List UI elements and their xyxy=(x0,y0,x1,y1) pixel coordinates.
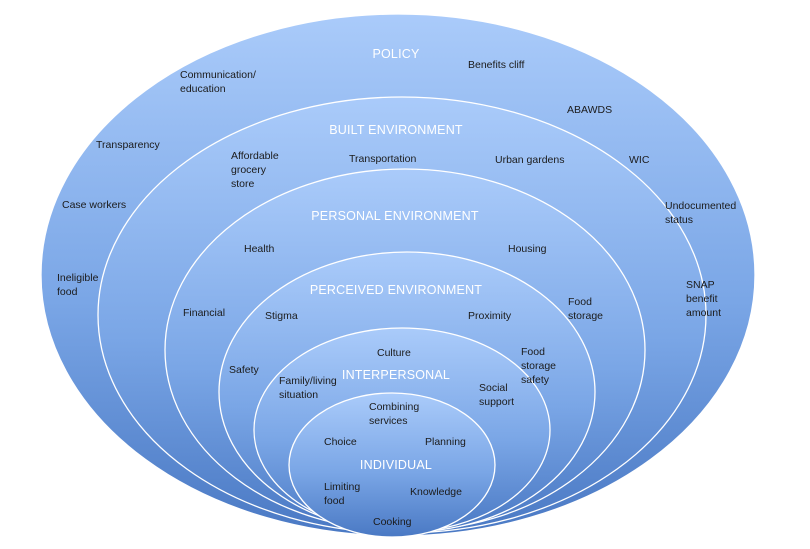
label-food-storage-safety: Food storage safety xyxy=(521,346,557,386)
label-choice: Choice xyxy=(324,436,357,448)
label-proximity: Proximity xyxy=(468,310,512,322)
label-food-storage: Food storage xyxy=(568,296,604,322)
label-stigma: Stigma xyxy=(265,310,298,322)
label-wic: WIC xyxy=(629,154,650,166)
label-undocumented-status: Undocumented status xyxy=(665,200,737,226)
label-social-support: Social support xyxy=(479,382,515,408)
label-combining-services: Combining services xyxy=(369,401,420,427)
label-transparency: Transparency xyxy=(96,139,160,151)
policy-title: POLICY xyxy=(372,47,420,61)
label-knowledge: Knowledge xyxy=(410,486,462,498)
personal-environment-title: PERSONAL ENVIRONMENT xyxy=(311,209,479,223)
label-abawds: ABAWDS xyxy=(567,104,613,116)
individual-title: INDIVIDUAL xyxy=(359,458,433,472)
label-ineligible-food: Ineligible food xyxy=(57,272,99,298)
label-planning: Planning xyxy=(425,436,466,448)
label-housing: Housing xyxy=(508,243,547,255)
label-transportation: Transportation xyxy=(349,153,417,165)
label-health: Health xyxy=(244,243,275,255)
label-financial: Financial xyxy=(183,307,226,319)
label-communication-education: Communication/ education xyxy=(180,69,256,95)
label-benefits-cliff: Benefits cliff xyxy=(468,59,525,71)
label-urban-gardens: Urban gardens xyxy=(495,154,565,166)
label-limiting-food: Limiting food xyxy=(324,481,361,507)
built-environment-title: BUILT ENVIRONMENT xyxy=(329,123,463,137)
label-family-living-situation: Family/living situation xyxy=(279,375,337,401)
label-culture: Culture xyxy=(377,347,411,359)
label-cooking: Cooking xyxy=(373,516,412,528)
label-snap-benefit-amount: SNAP benefit amount xyxy=(686,279,722,319)
perceived-environment-title: PERCEIVED ENVIRONMENT xyxy=(309,283,483,297)
label-affordable-grocery-store: Affordable grocery store xyxy=(231,150,279,190)
ring-individual xyxy=(288,392,496,538)
interpersonal-title: INTERPERSONAL xyxy=(341,368,451,382)
label-case-workers: Case workers xyxy=(62,199,127,211)
label-safety: Safety xyxy=(229,364,259,376)
